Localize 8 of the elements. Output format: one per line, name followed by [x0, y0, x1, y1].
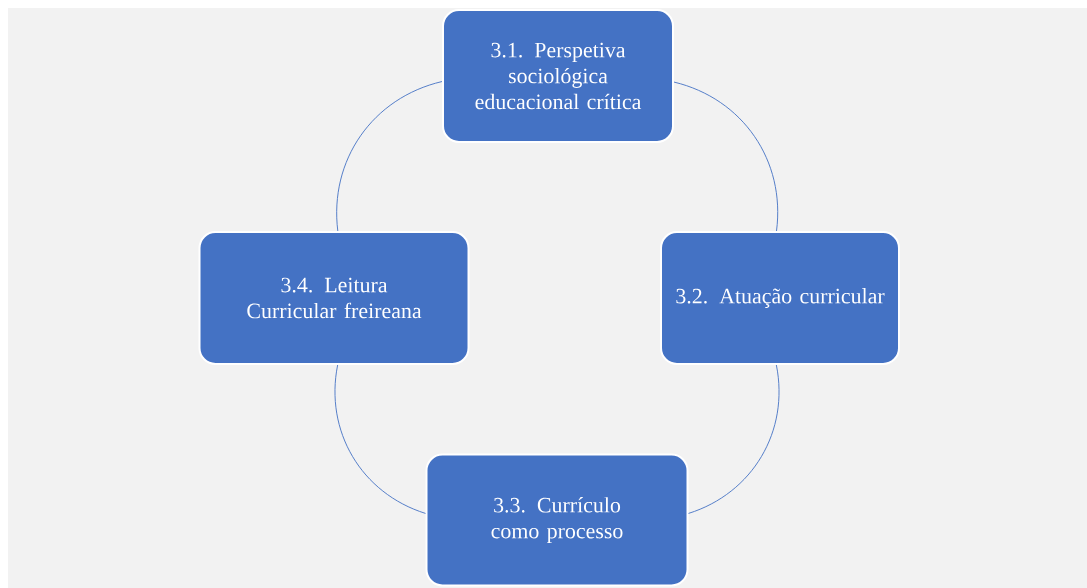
connector-arc	[334, 364, 426, 514]
process-box: 3.4. Leitura Curricular freireana	[198, 231, 470, 365]
connector-arc	[688, 364, 780, 514]
process-box: 3.3. Currículo como processo	[425, 453, 689, 587]
process-box: 3.2. Atuação curricular	[660, 231, 900, 365]
connector-arc	[673, 81, 779, 232]
connector-arc	[336, 81, 443, 232]
process-box: 3.1. Perspetiva sociológica educacional crítica	[442, 9, 674, 143]
